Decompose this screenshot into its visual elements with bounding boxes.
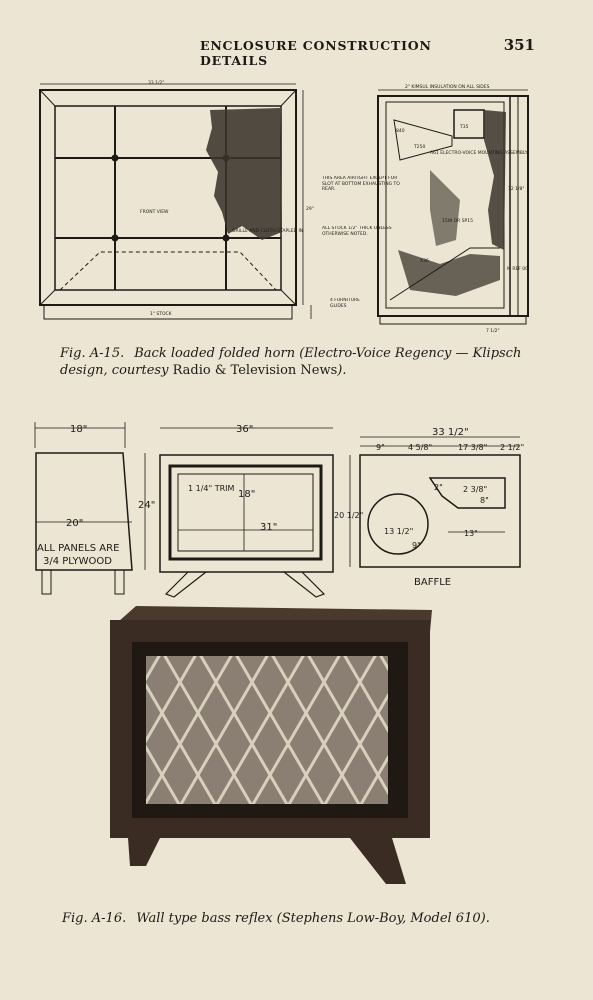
glides-note: 4 FURNITURE GLIDES	[330, 298, 361, 309]
side-panel-drawing	[34, 422, 146, 595]
side-label-840: 840	[396, 128, 405, 134]
fig-a15-roman: Radio & Television News	[172, 363, 338, 378]
panels-note-1: ALL PANELS ARE	[37, 543, 119, 554]
insulation-note: 2" KIMSUL INSULATION ON ALL SIDES	[405, 84, 490, 90]
side-height-dim: 24"	[138, 500, 155, 511]
side-label-x36: X36	[420, 258, 429, 264]
side-dim-7: 7 1/2"	[486, 328, 500, 334]
fig-a16-label: Fig. A-16.	[62, 911, 127, 926]
baffle-width: 33 1/2"	[432, 427, 469, 438]
baffle-d1: 9"	[376, 443, 385, 452]
baffle-label: BAFFLE	[414, 577, 451, 588]
side-label-mref: M REF 00	[507, 266, 528, 272]
running-head-title: ENCLOSURE CONSTRUCTION DETAILS	[200, 38, 432, 68]
trim-label: 1 1/4" TRIM	[188, 484, 235, 493]
baffle-d5: 2 3/8"	[463, 485, 487, 494]
baffle-slot-w: 13"	[464, 529, 478, 538]
side-dim-12: 12 1/8"	[508, 186, 524, 192]
front-side-dim: 29"	[306, 206, 314, 212]
baffle-slot-h: 2"	[434, 483, 443, 492]
grille-label: GRILLE AND CLOTH STAPLED IN	[232, 228, 303, 234]
front-width-dim: 36"	[236, 424, 253, 435]
side-label-t250: T250	[413, 144, 425, 150]
fig-a15-caption: Fig. A-15.Back loaded folded horn (Elect…	[60, 345, 530, 379]
stock-note: ALL STOCK 1/2" THICK UNLESS OTHERWISE NO…	[322, 226, 392, 237]
baffle-d4: 2 1/2"	[500, 443, 524, 452]
fig-a16-caption: Fig. A-16. Wall type bass reflex (Stephen…	[62, 910, 532, 927]
airtight-note: THIS AREA AIRTIGHT EXCEPT FOR SLOT AT BO…	[322, 176, 400, 192]
fig-a15-text-2: ).	[337, 363, 347, 378]
side-top-dim: 18"	[70, 424, 87, 435]
fig-a15-label: Fig. A-15.	[60, 346, 125, 361]
side-section-drawing	[377, 89, 529, 325]
fig-a15-text-1: Back loaded folded horn (Electro-Voice R…	[60, 346, 522, 378]
baffle-d2: 4 5/8"	[408, 443, 432, 452]
front-inner-h: 18"	[238, 489, 255, 500]
fig-a16-text: Wall type bass reflex (Stephens Low-Boy,…	[136, 911, 490, 926]
running-head: ENCLOSURE CONSTRUCTION DETAILS 351	[200, 36, 535, 68]
side-label-a61: A61 ELECTRO-VOICE MOUNTING ASSEMBLY	[430, 150, 528, 156]
side-label-15w: 15W OR SP15	[442, 218, 473, 224]
baffle-d3: 17 3/8"	[458, 443, 487, 452]
front-panel-drawing	[159, 427, 334, 598]
front-inner-w: 31"	[260, 522, 277, 533]
baffle-drawing	[349, 436, 521, 568]
baffle-circle: 13 1/2"	[384, 527, 413, 536]
front-view-drawing	[39, 83, 312, 320]
front-top-dim: 33 1/2"	[148, 80, 164, 86]
stock-label: 1" STOCK	[150, 311, 173, 317]
panels-note-2: 3/4 PLYWOOD	[43, 556, 112, 567]
page-number: 351	[503, 36, 535, 54]
baffle-height: 20 1/2"	[334, 511, 363, 520]
side-bottom-dim: 20"	[66, 518, 83, 529]
side-label-t35: T35	[459, 124, 469, 130]
front-view-label: FRONT VIEW	[140, 209, 169, 215]
baffle-d6: 8"	[480, 496, 489, 505]
baffle-c9: 9"	[412, 541, 421, 550]
